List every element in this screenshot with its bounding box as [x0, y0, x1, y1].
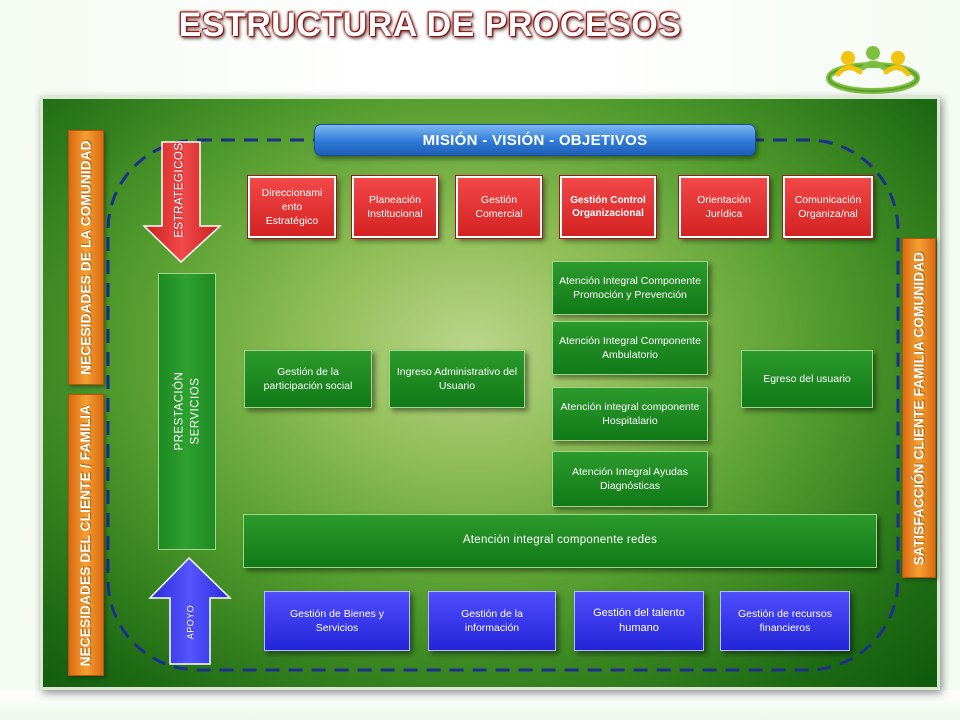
support-arrow-label: APOYO: [185, 604, 196, 640]
strategic-arrow-icon: [142, 141, 222, 264]
process-ingreso-usuario: Ingreso Administrativo del Usuario: [389, 350, 525, 408]
process-control-organizacional: Gestión Control Organizacional: [559, 175, 657, 239]
strategic-arrow-label: ESTRATEGICOS: [174, 142, 186, 238]
process-direccionamiento: Direccionami ento Estratégico: [247, 175, 337, 239]
support-arrow-label-box: APOYO: [176, 594, 204, 650]
label-satisfaction: SATISFACCIÓN CLIENTE FAMILIA COMUNIDAD: [902, 238, 936, 578]
process-comunicacion: Comunicación Organiza/nal: [782, 175, 874, 239]
label-client-family-needs-text: NECESIDADES DEL CLIENTE / FAMILIA: [78, 404, 94, 666]
label-satisfaction-text: SATISFACCIÓN CLIENTE FAMILIA COMUNIDAD: [911, 251, 927, 565]
process-hospitalario: Atención integral componente Hospitalari…: [552, 387, 708, 441]
process-bienes-servicios: Gestión de Bienes y Servicios: [264, 591, 410, 651]
support-arrow-icon: [148, 556, 232, 665]
strategic-arrow-label-box: ESTRATEGICOS: [166, 140, 194, 240]
mission-vision-objectives-banner: MISIÓN - VISIÓN - OBJETIVOS: [314, 124, 756, 156]
process-recursos-financieros: Gestión de recursos financieros: [720, 591, 850, 651]
service-delivery-line1: PRESTACIÓN: [172, 372, 185, 451]
label-community-needs-text: NECESIDADES DE LA COMUNIDAD: [78, 140, 94, 375]
process-planeacion: Planeación Institucional: [351, 175, 439, 239]
process-talento-humano: Gestión del talento humano: [574, 591, 704, 651]
service-delivery-bar: PRESTACIÓN SERVICIOS: [158, 273, 216, 550]
process-componente-redes: Atención integral componente redes: [243, 514, 877, 568]
service-delivery-line2: SERVICIOS: [189, 378, 202, 445]
label-client-family-needs: NECESIDADES DEL CLIENTE / FAMILIA: [68, 394, 104, 676]
page-title: ESTRUCTURA DE PROCESOS: [178, 6, 682, 44]
process-ayudas-diagnosticas: Atención Integral Ayudas Diagnósticas: [552, 451, 708, 507]
label-community-needs: NECESIDADES DE LA COMUNIDAD: [68, 130, 104, 385]
process-egreso-usuario: Egreso del usuario: [741, 350, 873, 408]
process-promocion-prevencion: Atención Integral Componente Promoción y…: [552, 261, 708, 315]
process-gestion-informacion: Gestión de la información: [428, 591, 556, 651]
process-participacion-social: Gestión de la participación social: [244, 350, 372, 408]
process-gestion-comercial: Gestión Comercial: [455, 175, 543, 239]
slide-bottom-band: [0, 690, 960, 720]
process-ambulatorio: Atención Integral Componente Ambulatorio: [552, 321, 708, 375]
service-delivery-label: PRESTACIÓN SERVICIOS: [171, 372, 203, 451]
process-orientacion-juridica: Orientación Jurídica: [678, 175, 770, 239]
logo-icon: [826, 46, 920, 94]
